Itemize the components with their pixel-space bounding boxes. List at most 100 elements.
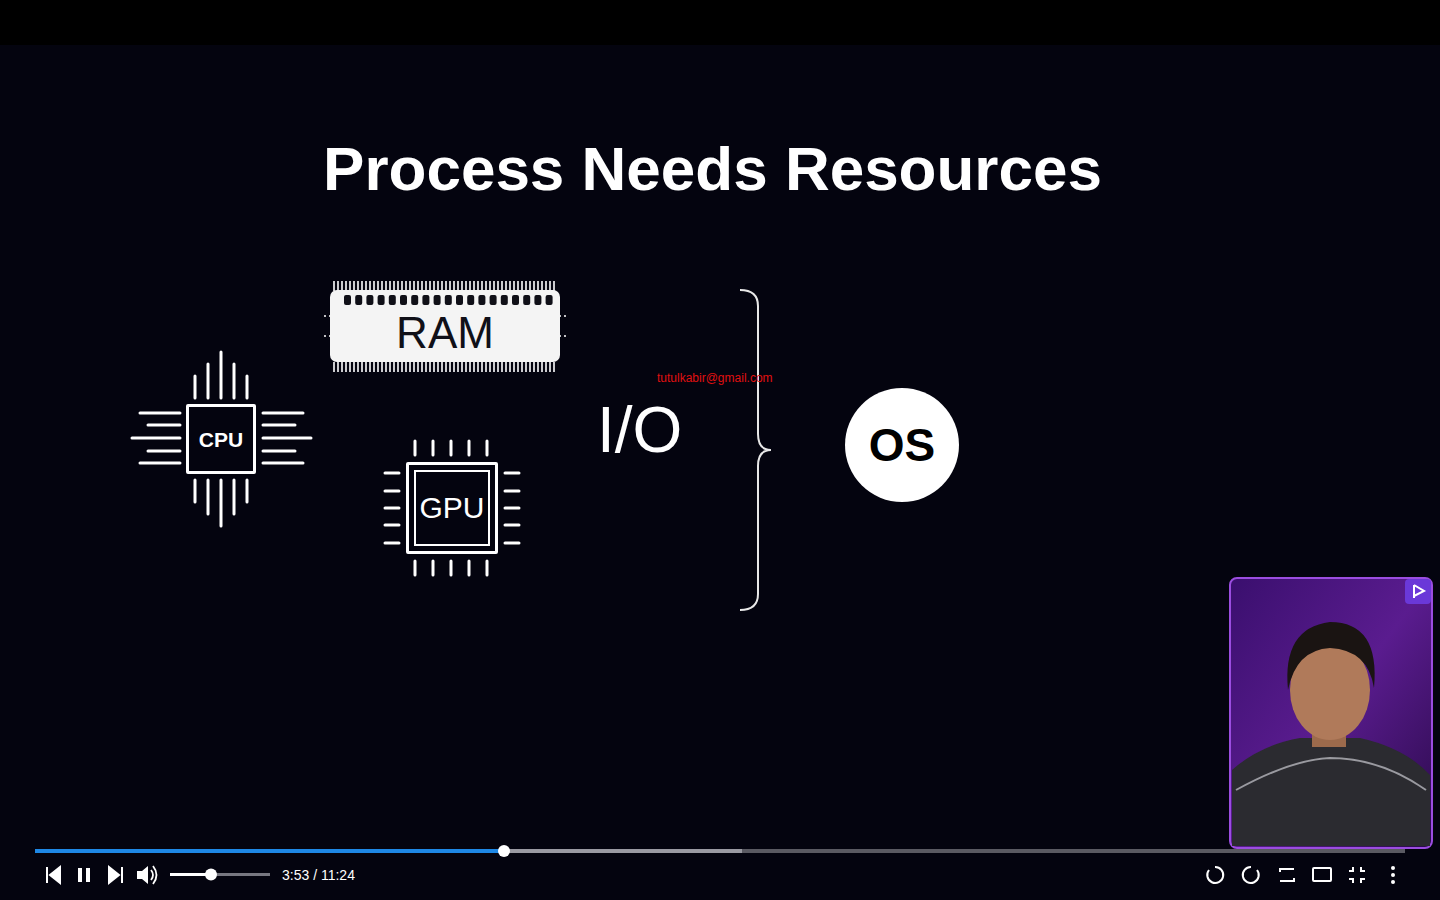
- ram-contact: [509, 362, 511, 372]
- menu-dot: [1391, 866, 1395, 870]
- ram-contact: [385, 362, 387, 372]
- chip-pin: [486, 561, 489, 575]
- ram-contact: [477, 362, 479, 372]
- chip-pin: [414, 441, 417, 455]
- ram-chip: [467, 295, 474, 305]
- chip-pin: [148, 450, 180, 453]
- ram-contact: [345, 362, 347, 372]
- ram-chip: [434, 295, 441, 305]
- chip-pin: [505, 507, 519, 510]
- person-body: [1232, 738, 1430, 846]
- ram-contact: [397, 362, 399, 372]
- chip-pin: [194, 376, 197, 398]
- ram-contact: [373, 362, 375, 372]
- ram-contact: [369, 362, 371, 372]
- ram-chip: [456, 295, 463, 305]
- ram-contact: [525, 362, 527, 372]
- progress-knob: [498, 845, 510, 857]
- next-icon: [109, 867, 122, 883]
- ram-contact: [513, 362, 515, 372]
- chip-pin: [148, 424, 180, 427]
- ram-contact: [409, 362, 411, 372]
- ram-contact: [381, 362, 383, 372]
- chip-pin: [233, 480, 236, 514]
- chip-pin: [432, 561, 435, 575]
- ram-contact: [473, 362, 475, 372]
- volume-waves: [151, 866, 157, 884]
- ram-chip: [490, 295, 497, 305]
- ram-contact: [553, 362, 555, 372]
- ram-contact: [417, 362, 419, 372]
- ram-contact: [521, 362, 523, 372]
- ram-contact: [481, 362, 483, 372]
- chip-pin: [207, 364, 210, 398]
- chip-pin: [263, 450, 295, 453]
- progress-track: [35, 849, 1405, 853]
- chip-pin: [220, 352, 223, 398]
- time-display: 3:53 / 11:24: [282, 868, 355, 882]
- gpu-chip: GPU: [406, 462, 498, 554]
- chip-pin: [140, 462, 180, 465]
- ram-chip: [411, 295, 418, 305]
- ram-contact: [517, 362, 519, 372]
- node-label: OS: [869, 422, 935, 468]
- ram-chip-dots: [330, 292, 560, 310]
- ram-contact: [333, 362, 335, 372]
- chip-pin: [468, 441, 471, 455]
- menu-dot: [1391, 873, 1395, 877]
- ram-contact: [461, 362, 463, 372]
- chip-pin: [263, 437, 311, 440]
- ram-contact: [533, 362, 535, 372]
- ram-contact: [445, 362, 447, 372]
- ram-chip: [422, 295, 429, 305]
- rewind-icon: [1207, 867, 1223, 883]
- ram-chip: [400, 295, 407, 305]
- chip-pin: [385, 524, 399, 527]
- chip-pin: [450, 441, 453, 455]
- ram-contact: [485, 362, 487, 372]
- volume-knob: [205, 869, 217, 881]
- ram-contact: [549, 362, 551, 372]
- slide-ground: [0, 45, 1440, 900]
- ram-contact: [401, 362, 403, 372]
- ram-contact: [377, 362, 379, 372]
- progress-buffer: [35, 849, 742, 853]
- ram-contact: [389, 362, 391, 372]
- ram-contact: [357, 362, 359, 372]
- ram-contact: [489, 362, 491, 372]
- ram-contact: [361, 362, 363, 372]
- chip-pin: [246, 480, 249, 502]
- chip-pin: [220, 480, 223, 526]
- node-label: RAM: [396, 311, 494, 355]
- shirt-line: [1236, 758, 1426, 790]
- ram-contact: [413, 362, 415, 372]
- ram-chip: [389, 295, 396, 305]
- node-label: GPU: [419, 493, 484, 523]
- chip-pin: [385, 490, 399, 493]
- menu-dot: [1391, 880, 1395, 884]
- ram-contact: [441, 362, 443, 372]
- progress-played: [35, 849, 504, 853]
- ram-contact: [453, 362, 455, 372]
- ram-contact: [365, 362, 367, 372]
- chip-pin: [505, 472, 519, 475]
- volume-level: [170, 873, 211, 876]
- volume-track: [170, 873, 270, 876]
- ram-chip: [512, 295, 519, 305]
- ram-contact: [457, 362, 459, 372]
- chip-pin: [263, 462, 303, 465]
- top-bar: [0, 0, 1440, 45]
- ram-contact: [421, 362, 423, 372]
- forward-icon: [1243, 867, 1259, 883]
- ram-contact: [545, 362, 547, 372]
- chip-pin: [432, 441, 435, 455]
- ram-contact: [505, 362, 507, 372]
- chip-pin: [468, 561, 471, 575]
- ram-contact: [449, 362, 451, 372]
- curly-bracket: [740, 290, 771, 610]
- badge-icon: [1405, 579, 1431, 604]
- webcam-frame: [1230, 578, 1432, 848]
- ram-contact: [537, 362, 539, 372]
- chip-pin: [233, 364, 236, 398]
